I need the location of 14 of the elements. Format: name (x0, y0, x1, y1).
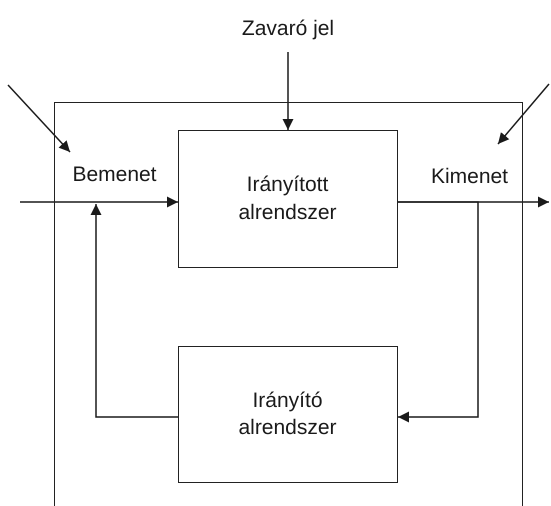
process-box (178, 346, 398, 482)
process-box (178, 130, 398, 268)
arrow (7, 84, 71, 152)
system-boundary-box (54, 102, 523, 506)
arrow (20, 196, 178, 208)
arrow (282, 52, 294, 130)
arrow (90, 204, 178, 418)
box-label: Irányított alrendszer (237, 172, 338, 226)
arrow (497, 84, 550, 144)
box-label: Irányító alrendszer (237, 388, 338, 441)
signal-label: Kimenet (418, 160, 522, 194)
signal-label: Bemenet (60, 162, 170, 188)
signal-label: Zavaró jel (228, 12, 348, 46)
arrow (398, 201, 479, 422)
